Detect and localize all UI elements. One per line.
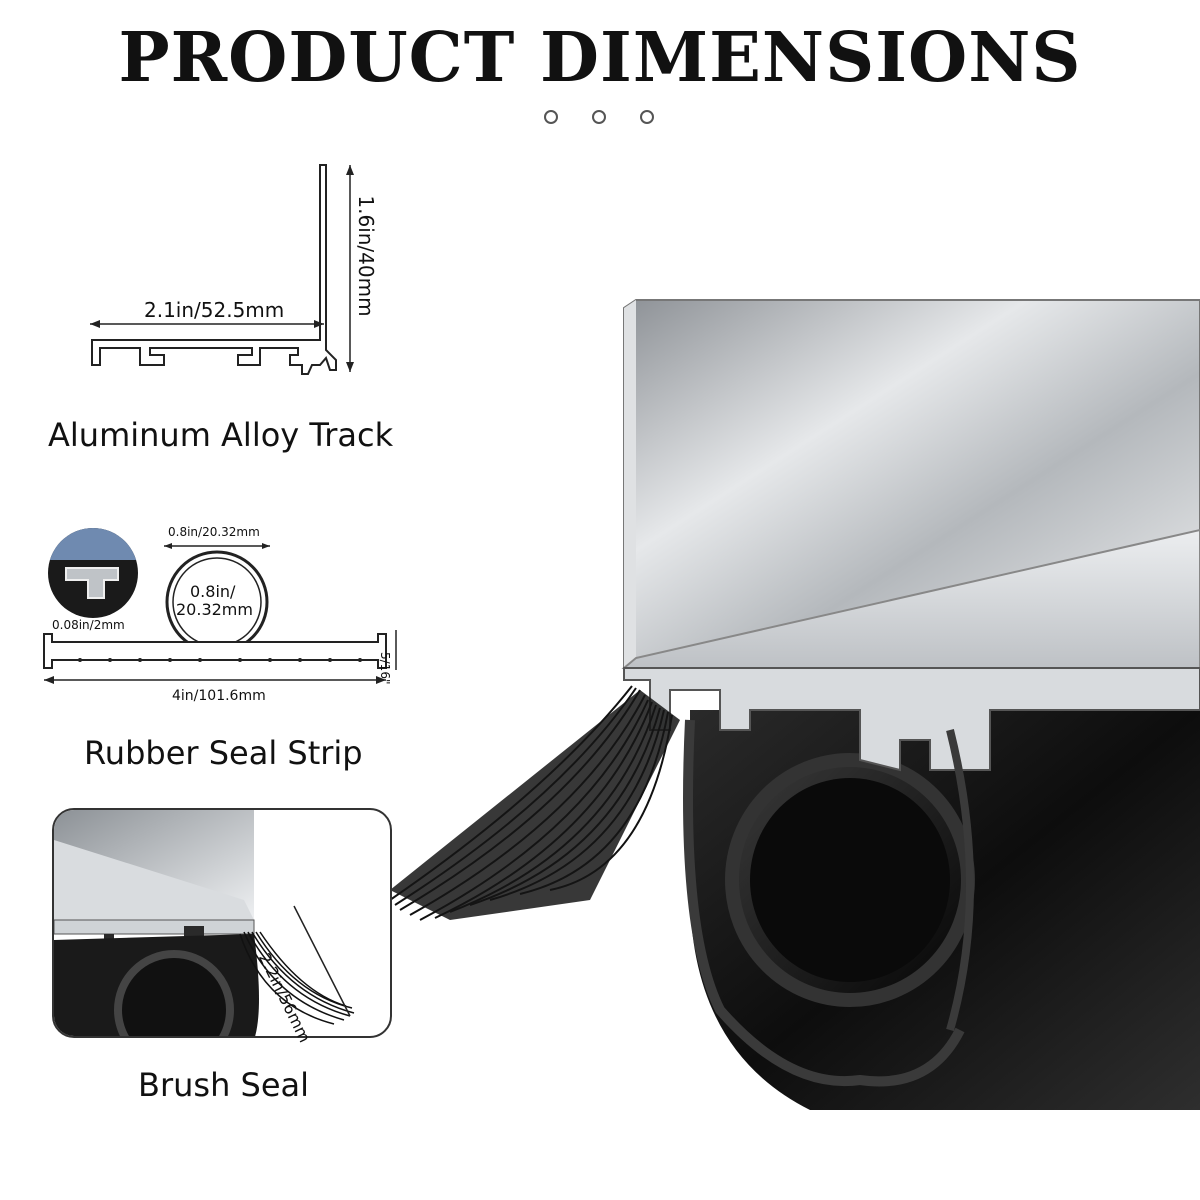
aluminum-track-label: Aluminum Alloy Track [48, 416, 394, 454]
rubber-seal-diagram [43, 543, 397, 684]
tube-width-dimension: 0.8in/20.32mm [168, 525, 260, 539]
brush-seal-label: Brush Seal [138, 1066, 310, 1104]
rubber-seal-label: Rubber Seal Strip [84, 734, 363, 772]
seal-length-dimension: 4in/101.6mm [172, 688, 266, 704]
product-render [390, 299, 1200, 1110]
seal-thickness-dimension: 0.08in/2mm [52, 618, 125, 632]
carousel-dot-2[interactable] [592, 110, 606, 124]
carousel-dot-3[interactable] [640, 110, 654, 124]
track-width-dimension: 2.1in/52.5mm [144, 298, 285, 322]
tube-inner-dimension-line2: 20.32mm [176, 600, 253, 619]
brush-seal-image-frame [52, 808, 392, 1038]
page-title: PRODUCT DIMENSIONS [118, 18, 1082, 98]
tube-inner-dimension-line1: 0.8in/ [190, 582, 236, 601]
seal-height-dimension: 5/16" [378, 652, 392, 685]
seal-detail-thumbnail [48, 528, 138, 618]
carousel-dot-1[interactable] [544, 110, 558, 124]
track-height-dimension: 1.6in/40mm [354, 195, 378, 317]
aluminum-track-diagram [90, 164, 354, 375]
carousel-dots [540, 110, 660, 130]
